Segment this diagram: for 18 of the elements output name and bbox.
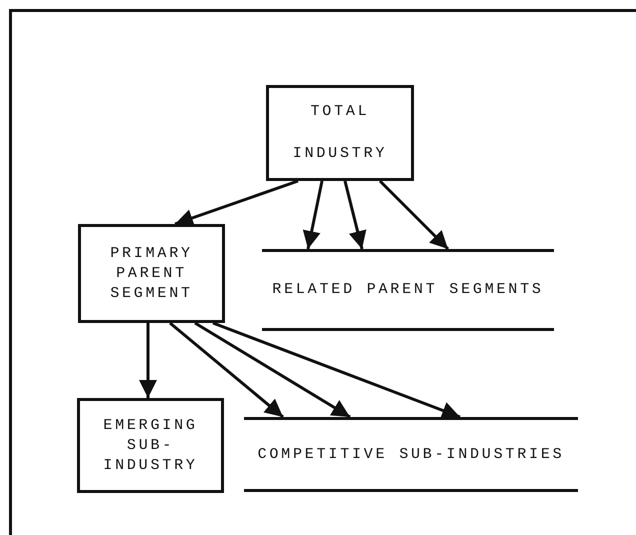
node-label: EMERGING SUB- INDUSTRY — [102, 416, 199, 476]
arrow — [139, 323, 157, 398]
arrow — [194, 322, 351, 418]
process-box — [78, 224, 225, 323]
arrow — [212, 322, 461, 419]
arrow — [302, 180, 324, 250]
node-label: TOTAL INDUSTRY — [292, 102, 388, 164]
arrow — [344, 180, 366, 250]
arrow — [169, 322, 284, 418]
process-box — [266, 85, 414, 181]
arrow — [174, 180, 298, 227]
segment-band — [244, 417, 578, 492]
arrow — [378, 180, 450, 250]
node-label: PRIMARY PARENT SEGMENT — [109, 244, 194, 304]
node-label: COMPETITIVE SUB-INDUSTRIES — [258, 444, 564, 464]
process-box — [77, 398, 224, 493]
node-label: RELATED PARENT SEGMENTS — [272, 280, 544, 300]
segment-band — [262, 249, 554, 331]
